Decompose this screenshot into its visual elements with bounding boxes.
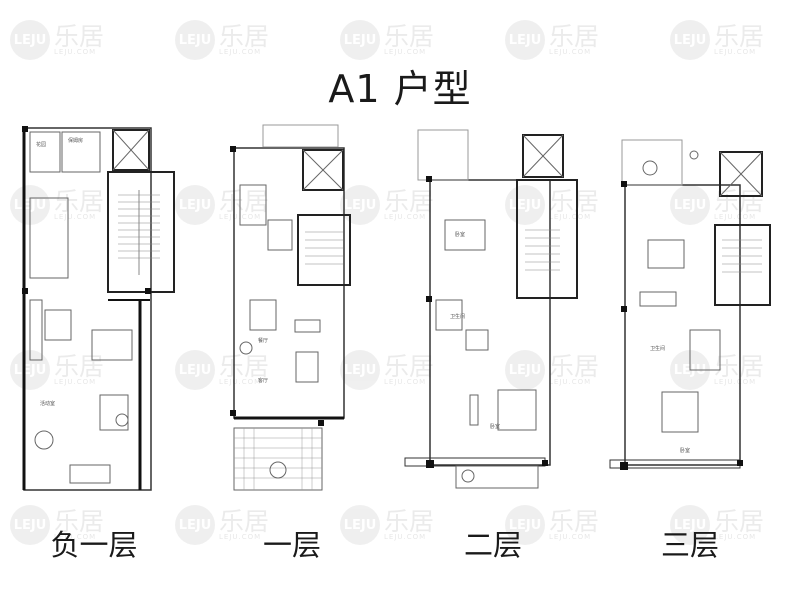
watermark-text: 乐居: [714, 507, 765, 536]
leju-logo-icon: LEJU: [505, 350, 545, 390]
watermark-text: 乐居: [219, 187, 270, 216]
leju-logo-icon: LEJU: [175, 20, 215, 60]
svg-text:卫生间: 卫生间: [650, 345, 665, 352]
watermark-text: 乐居: [219, 22, 270, 51]
leju-logo-icon: LEJU: [670, 505, 710, 545]
watermark-text: 乐居: [54, 187, 105, 216]
watermark-url: LEJU.COM: [714, 533, 757, 541]
watermark-text: 乐居: [384, 507, 435, 536]
watermark-url: LEJU.COM: [714, 378, 757, 386]
watermark-url: LEJU.COM: [384, 533, 427, 541]
watermark-url: LEJU.COM: [714, 48, 757, 56]
svg-text:保姆房: 保姆房: [68, 137, 83, 144]
floor-label-2f: 二层: [463, 528, 522, 562]
watermark-text: 乐居: [549, 352, 600, 381]
watermark-url: LEJU.COM: [549, 378, 592, 386]
watermark-url: LEJU.COM: [54, 213, 97, 221]
watermark-url: LEJU.COM: [219, 378, 262, 386]
leju-logo-icon: LEJU: [10, 20, 50, 60]
floor-plan-b1: 花园 保姆房 活动室: [22, 126, 175, 491]
watermark-url: LEJU.COM: [54, 533, 97, 541]
floor-plan-2f: 卧室 卫生间 卧室: [404, 129, 578, 489]
svg-text:卧室: 卧室: [680, 447, 690, 454]
svg-text:卫生间: 卫生间: [450, 313, 465, 320]
watermark-text: 乐居: [219, 507, 270, 536]
watermark-text: 乐居: [54, 22, 105, 51]
leju-logo-icon: LEJU: [175, 185, 215, 225]
leju-logo-icon: LEJU: [175, 505, 215, 545]
watermark-url: LEJU.COM: [549, 533, 592, 541]
svg-text:花园: 花园: [36, 141, 46, 148]
watermark-url: LEJU.COM: [549, 48, 592, 56]
watermark-url: LEJU.COM: [384, 213, 427, 221]
svg-text:活动室: 活动室: [40, 400, 55, 407]
watermark-url: LEJU.COM: [714, 213, 757, 221]
svg-text:客厅: 客厅: [258, 377, 268, 384]
watermark-text: 乐居: [549, 507, 600, 536]
leju-logo-icon: LEJU: [340, 505, 380, 545]
watermark-text: 乐居: [54, 352, 105, 381]
watermark-text: 乐居: [54, 507, 105, 536]
page-title: A1 户型: [328, 67, 472, 111]
watermark-text: 乐居: [714, 22, 765, 51]
leju-logo-icon: LEJU: [340, 185, 380, 225]
floor-label-b1: 负一层: [50, 528, 138, 562]
watermark-text: 乐居: [219, 352, 270, 381]
svg-text:卧室: 卧室: [455, 231, 465, 238]
watermark-url: LEJU.COM: [219, 48, 262, 56]
floor-plan-3f: 卫生间 卧室: [609, 139, 771, 470]
floor-label-1f: 一层: [262, 528, 321, 562]
leju-logo-icon: LEJU: [340, 20, 380, 60]
leju-logo-icon: LEJU: [10, 505, 50, 545]
watermark-url: LEJU.COM: [384, 48, 427, 56]
watermark-text: 乐居: [549, 187, 600, 216]
floor-label-3f: 三层: [660, 528, 719, 562]
leju-logo-icon: LEJU: [505, 505, 545, 545]
watermark-text: 乐居: [384, 22, 435, 51]
leju-logo-icon: LEJU: [175, 350, 215, 390]
watermark-text: 乐居: [384, 187, 435, 216]
watermark-text: 乐居: [549, 22, 600, 51]
floor-plan-1f: 餐厅 客厅: [230, 124, 351, 491]
watermark-url: LEJU.COM: [549, 213, 592, 221]
watermark-url: LEJU.COM: [219, 533, 262, 541]
svg-text:餐厅: 餐厅: [258, 337, 268, 344]
watermark-text: 乐居: [714, 352, 765, 381]
leju-logo-icon: LEJU: [340, 350, 380, 390]
leju-logo-icon: LEJU: [670, 185, 710, 225]
watermark-text: 乐居: [384, 352, 435, 381]
svg-text:卧室: 卧室: [490, 423, 500, 430]
watermark-url: LEJU.COM: [54, 48, 97, 56]
leju-logo-icon: LEJU: [505, 20, 545, 60]
watermark-url: LEJU.COM: [54, 378, 97, 386]
leju-logo-icon: LEJU: [670, 20, 710, 60]
watermark-url: LEJU.COM: [384, 378, 427, 386]
